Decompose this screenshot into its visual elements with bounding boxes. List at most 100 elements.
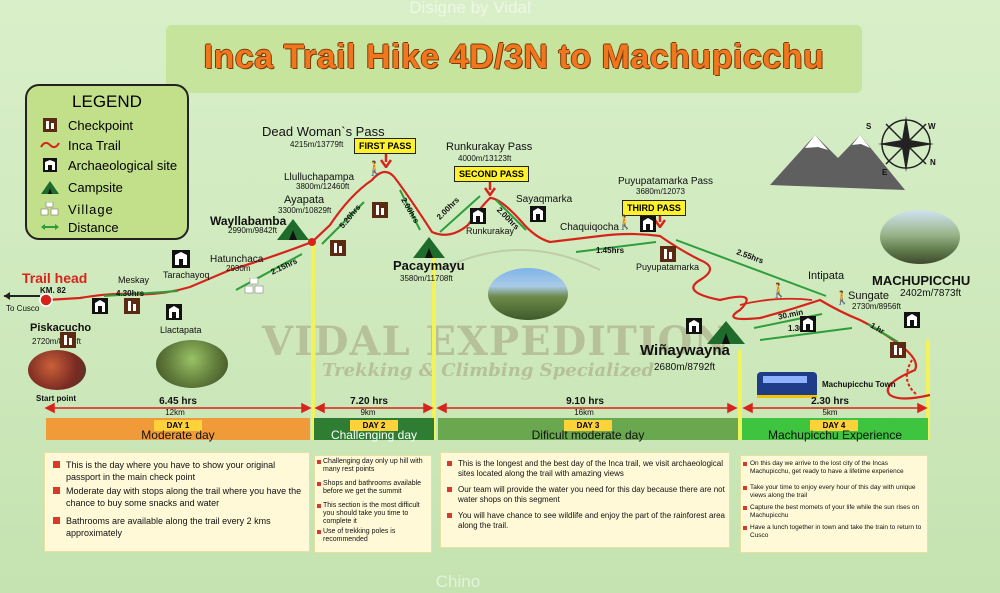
legend-item-distance: Distance (40, 218, 119, 236)
sayaqmarka-label: Sayaqmarka (516, 194, 573, 205)
tarachayoq-label: Tarachayoq (163, 270, 210, 280)
note-item: This is the longest and the best day of … (447, 459, 727, 479)
day3-name: Dificult moderate day (531, 428, 645, 442)
distance-arrow-pacaymayu (399, 189, 421, 231)
legend-label-campsite: Campsite (68, 179, 123, 195)
hiker-icon: 🚶 (616, 214, 634, 230)
day-separator-1 (311, 240, 315, 440)
checkpoint-icon (660, 246, 676, 267)
watermark-mountain (439, 249, 601, 271)
legend-item-archaeological: Archaeological site (40, 156, 177, 174)
distance-arrow-icon (41, 224, 59, 230)
start-point-label: Start point (36, 394, 76, 403)
note-item: This is the day where you have to show y… (53, 459, 305, 483)
ayapata-elevation: 3300m/10829ft (278, 206, 332, 215)
llulluchapampa-label: Llulluchapampa (284, 172, 355, 183)
checkpoint-icon (124, 298, 140, 319)
hiker-icon: 🚶 (770, 282, 788, 298)
day-separator-4 (926, 340, 930, 440)
campsite-icon (706, 320, 746, 349)
designer-credit: Disigne by Vidal (409, 0, 531, 17)
day2-time: 7.20 hrs (350, 396, 388, 407)
machupicchu-photo (880, 210, 960, 264)
first-pass-tag: FIRST PASS (354, 138, 417, 154)
hatunchaca-elevation: 2930m (226, 264, 251, 273)
title-panel (166, 25, 862, 93)
legend-label-village: Village (68, 201, 114, 217)
village-icon (40, 202, 59, 216)
day4-arrowheads (742, 402, 928, 414)
day1-name: Moderate day (141, 428, 215, 442)
bullet-icon (447, 513, 452, 518)
archaeological-site-icon (640, 216, 656, 237)
day3-tag: DAY 3 (564, 420, 612, 431)
train-icon (757, 372, 817, 398)
bullet-icon (53, 461, 60, 468)
dead-womans-pass-elevation: 4215m/13779ft (290, 140, 344, 149)
group-photo (28, 350, 86, 390)
llactapata-label: Llactapata (160, 325, 202, 335)
checkpoint-icon (43, 118, 57, 132)
second-pass-arrow-icon (484, 180, 496, 196)
puyupatamarka-pass-elevation: 3680m/12073 (636, 187, 685, 196)
legend-label-checkpoint: Checkpoint (68, 117, 134, 133)
checkpoint-icon (330, 240, 346, 261)
legend-label-distance: Distance (68, 219, 119, 235)
day3-arrowheads (436, 402, 738, 414)
compass-icon (878, 116, 934, 172)
machupicchu-town-label: Machupicchu Town (822, 380, 896, 389)
archaeological-site-icon (172, 250, 190, 273)
archaeological-site-icon (800, 316, 816, 337)
archaeological-site-icon (686, 318, 702, 339)
trailhead-marker (39, 293, 53, 307)
piskacucho-label: Piskacucho (30, 322, 92, 334)
compass-e: E (882, 168, 888, 177)
duration-arrows (44, 402, 928, 414)
campsite-icon (276, 218, 310, 245)
bullet-icon (317, 482, 321, 486)
distance-arrow-ayapata (321, 201, 365, 245)
legend-item-trail: Inca Trail (40, 136, 121, 154)
note-item: Use of trekking poles is recommended (317, 528, 431, 544)
distance-arrow-intipata (675, 239, 827, 297)
campsite-icon (412, 236, 446, 263)
archaeological-site-icon (43, 158, 57, 172)
bullet-icon (447, 487, 452, 492)
piskacucho-elevation: 2720m/8923ft (32, 337, 81, 346)
inca-trail-path (45, 170, 931, 400)
km82-label: KM. 82 (40, 286, 66, 295)
day1-arrowheads (44, 402, 312, 414)
archaeological-site-icon (530, 206, 546, 227)
legend-label-trail: Inca Trail (68, 137, 121, 153)
day2-notes: Challenging day only up hill with many r… (314, 455, 432, 553)
note-item: Have a lunch together in town and take t… (743, 524, 927, 540)
page-title: Inca Trail Hike 4D/3N to Machupicchu (203, 38, 825, 76)
note-item: Our team will provide the water you need… (447, 485, 727, 505)
bottom-credit: Chino (435, 572, 481, 591)
distance-arrow-chaquiqocha (575, 241, 657, 253)
checkpoint-icon (60, 332, 76, 353)
day1-km: 12km (165, 408, 185, 417)
legend-title: LEGEND (72, 92, 142, 111)
day4-km: 5km (822, 408, 838, 417)
bullet-icon (53, 517, 60, 524)
campsite-icon (41, 181, 59, 194)
sungate-connector (739, 297, 813, 306)
watermark-slogan: Trekking & Climbing Specialized (322, 360, 655, 381)
day-separator-2 (432, 250, 436, 440)
bullet-icon (743, 526, 747, 530)
archaeological-site-icon (904, 312, 920, 333)
bullet-icon (447, 461, 452, 466)
checkpoint-icon (890, 342, 906, 363)
note-item: Bathrooms are available along the trail … (53, 515, 305, 539)
bullet-icon (317, 460, 321, 464)
archaeological-site-icon (470, 208, 486, 229)
archaeological-site-icon (92, 298, 108, 319)
bullet-icon (317, 504, 321, 508)
day1-notes: This is the day where you have to show y… (44, 452, 310, 552)
wayllabamba-elevation: 2990m/9842ft (228, 226, 277, 235)
day-separator-3 (738, 350, 742, 440)
runkurakay-label: Runkurakay (466, 226, 515, 236)
compass-w: W (928, 122, 936, 131)
